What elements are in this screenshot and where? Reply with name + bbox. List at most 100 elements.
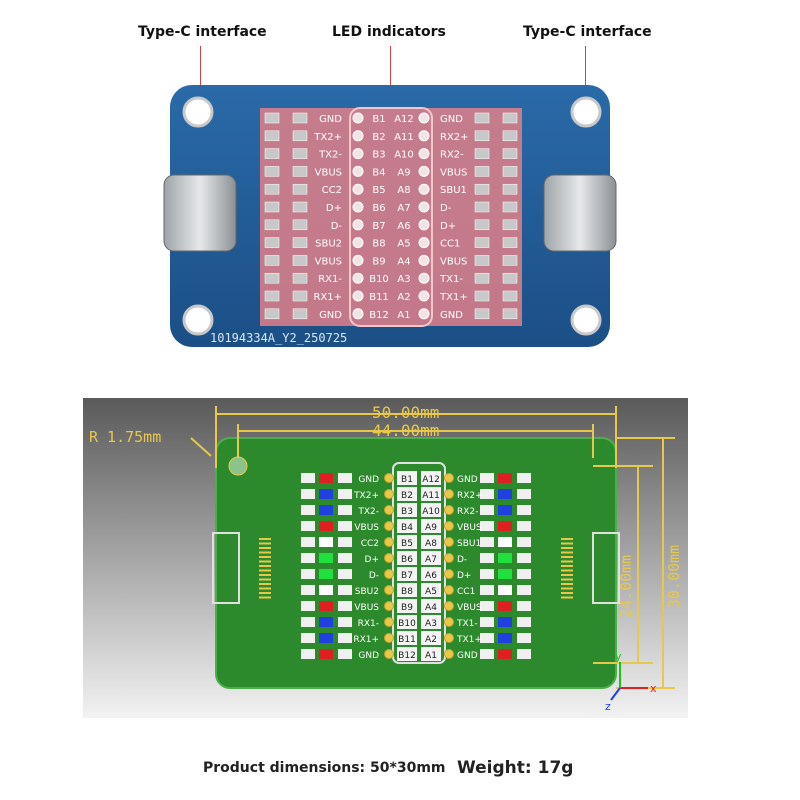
green-pin-hole	[384, 537, 394, 547]
top-signal-right: D-	[440, 203, 452, 214]
green-led	[498, 473, 512, 483]
product-dimensions-label: Product dimensions: 50*30mm	[203, 760, 446, 776]
fine-pin	[259, 551, 271, 554]
axis-z-label: z	[605, 700, 611, 713]
green-resistor-pad	[517, 521, 531, 531]
green-pin-label-a: A3	[425, 619, 437, 629]
green-pin-label-bg	[421, 631, 441, 645]
green-pin-label-bg	[397, 535, 417, 549]
top-pin-label-a: A7	[397, 203, 410, 214]
top-signal-right: D+	[440, 221, 456, 232]
green-resistor-pad	[517, 553, 531, 563]
top-led-pad	[264, 290, 280, 302]
top-pin-label-a: A8	[397, 185, 410, 196]
green-resistor-pad	[480, 505, 494, 515]
fine-pin	[561, 592, 573, 594]
green-signal-left: TX2+	[353, 491, 379, 501]
green-resistor-pad	[338, 633, 352, 643]
green-led	[319, 649, 333, 659]
top-signal-right: GND	[440, 114, 463, 125]
green-pin-label-bg	[421, 503, 441, 517]
green-led	[319, 489, 333, 499]
fine-pin	[561, 583, 573, 585]
mount-hole-br	[570, 304, 602, 336]
green-pin-label-bg	[421, 535, 441, 549]
green-pin-label-bg	[397, 647, 417, 661]
green-resistor-pad	[301, 649, 315, 659]
top-signal-left: VBUS	[315, 256, 342, 267]
green-pin-hole	[444, 521, 454, 531]
top-pin-hole	[352, 165, 364, 177]
green-signal-left: VBUS	[354, 523, 379, 533]
green-resistor-pad	[338, 569, 352, 579]
top-signal-left: TX2-	[318, 150, 342, 161]
green-led	[498, 569, 512, 579]
top-pin-label-a: A2	[397, 292, 410, 303]
green-pin-label-b: B11	[398, 635, 416, 645]
top-led-pad	[474, 112, 490, 124]
green-resistor-pad	[517, 569, 531, 579]
green-signal-right: VBUS	[457, 603, 482, 613]
top-led-pad	[264, 148, 280, 159]
top-pin-hole	[418, 183, 430, 195]
green-resistor-pad	[338, 473, 352, 483]
green-led	[319, 617, 333, 627]
top-led-pad	[474, 308, 490, 320]
top-led-pad	[474, 290, 490, 302]
fine-pin	[561, 542, 573, 545]
green-led	[498, 617, 512, 627]
green-resistor-pad	[301, 585, 315, 595]
top-led-pad	[474, 166, 490, 177]
green-pin-label-a: A4	[425, 603, 437, 613]
green-pin-label-b: B7	[401, 571, 413, 581]
fine-pin	[561, 574, 573, 576]
green-resistor-pad	[517, 585, 531, 595]
top-led-pad	[292, 166, 308, 177]
green-pin-label-a: A10	[422, 507, 440, 517]
green-pin-hole	[444, 601, 454, 611]
top-led-pad	[474, 219, 490, 231]
green-mount-hole	[228, 456, 248, 476]
green-pin-label-bg	[421, 647, 441, 661]
top-pin-label-a: A5	[397, 239, 410, 250]
fine-pin	[561, 596, 573, 599]
green-resistor-pad	[338, 505, 352, 515]
top-pin-hole	[418, 112, 430, 124]
top-pin-hole	[352, 201, 364, 213]
top-led-pad	[292, 201, 308, 213]
top-led-pad	[292, 255, 308, 266]
green-pin-hole	[444, 489, 454, 499]
green-pin-hole	[444, 617, 454, 627]
fine-pin	[259, 542, 271, 545]
top-pin-hole	[418, 148, 430, 160]
fine-pin	[259, 592, 271, 594]
green-pin-hole	[384, 617, 394, 627]
green-signal-right: CC1	[457, 587, 475, 597]
green-pin-label-a: A1	[425, 651, 437, 661]
top-pin-hole	[352, 290, 364, 302]
green-pin-hole	[384, 521, 394, 531]
green-resistor-pad	[480, 553, 494, 563]
green-pin-label-bg	[397, 615, 417, 629]
green-led	[498, 553, 512, 563]
green-resistor-pad	[301, 633, 315, 643]
top-signal-left: TX2+	[313, 132, 342, 143]
green-resistor-pad	[338, 649, 352, 659]
green-pin-label-bg	[397, 599, 417, 613]
green-pin-hole	[444, 473, 454, 483]
green-signal-right: SBU1	[457, 539, 481, 549]
top-pin-hole	[352, 237, 364, 249]
green-led	[498, 649, 512, 659]
green-resistor-pad	[480, 649, 494, 659]
fine-pin	[259, 596, 271, 599]
green-pin-hole	[384, 553, 394, 563]
top-pin-hole	[418, 219, 430, 231]
green-signal-right: D-	[457, 555, 467, 565]
fine-pin	[561, 578, 573, 581]
green-pin-label-bg	[397, 503, 417, 517]
top-led-pad	[502, 308, 518, 320]
dim-label-outer-height: 30.00mm	[665, 545, 683, 608]
fine-pin	[561, 587, 573, 590]
